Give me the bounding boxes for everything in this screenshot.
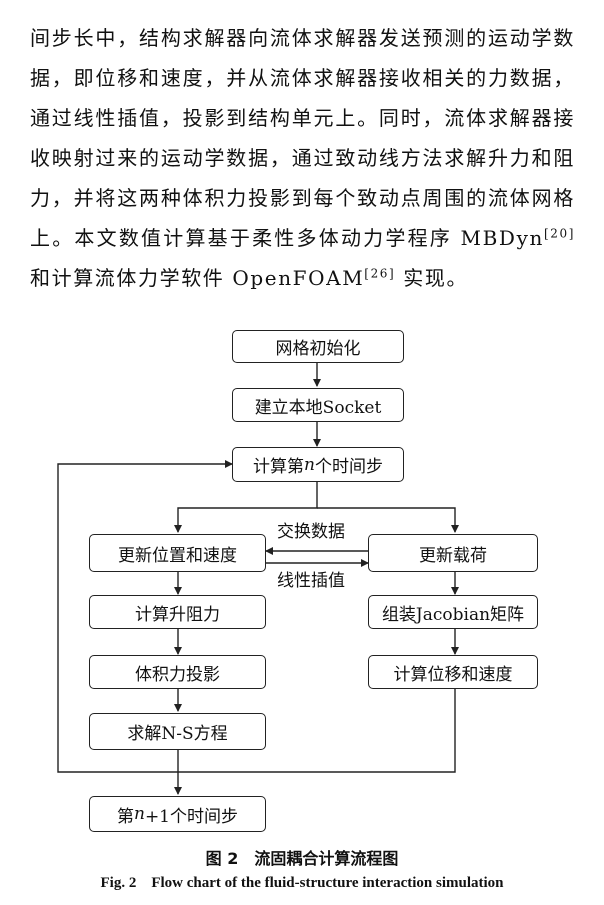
- step-n: n: [304, 454, 315, 475]
- box-update-position-velocity: 更新位置和速度: [89, 534, 266, 572]
- box-local-socket-label: 建立本地Socket: [254, 397, 382, 418]
- box-update-load-label: 更新载荷: [419, 545, 487, 566]
- box-mesh-init: 网格初始化: [232, 330, 404, 363]
- box-compute-lift-drag-label: 计算升阻力: [135, 604, 220, 625]
- next-suffix: +1个时间步: [144, 806, 238, 827]
- box-volume-force-projection-label: 体积力投影: [135, 664, 220, 685]
- box-compute-displacement-velocity: 计算位移和速度: [368, 655, 538, 689]
- step-prefix: 计算第: [253, 457, 305, 477]
- paragraph-text-2: 和计算流体力学软件 OpenFOAM: [30, 266, 365, 290]
- flowchart-connectors: [57, 362, 459, 795]
- label-linear-interpolation: 线性插值: [277, 571, 345, 591]
- box-assemble-jacobian: 组装Jacobian矩阵: [368, 595, 538, 629]
- box-local-socket: 建立本地Socket: [232, 388, 404, 422]
- paragraph-text-1: 间步长中，结构求解器向流体求解器发送预测的运动学数据，即位移和速度，并从流体求解…: [30, 26, 575, 250]
- box-mesh-init-label: 网格初始化: [275, 339, 361, 359]
- paragraph-text-3: 实现。: [395, 266, 469, 290]
- box-solve-ns-label: 求解N-S方程: [127, 724, 228, 744]
- box-compute-displacement-velocity-label: 计算位移和速度: [393, 664, 513, 685]
- body-paragraph: 间步长中，结构求解器向流体求解器发送预测的运动学数据，即位移和速度，并从流体求解…: [30, 18, 575, 298]
- citation-20: [20]: [543, 226, 575, 241]
- label-exchange-data: 交换数据: [277, 522, 345, 542]
- next-prefix: 第: [116, 806, 134, 827]
- box-solve-ns: 求解N-S方程: [89, 713, 266, 750]
- box-compute-lift-drag: 计算升阻力: [89, 595, 266, 629]
- next-n: n: [133, 804, 145, 824]
- figure-caption-en: Fig. 2 Flow chart of the fluid-structure…: [100, 875, 504, 891]
- box-volume-force-projection: 体积力投影: [89, 655, 266, 689]
- figure-caption-zh: 图 2 流固耦合计算流程图: [205, 849, 399, 868]
- citation-26: [26]: [364, 266, 396, 281]
- box-assemble-jacobian-label: 组装Jacobian矩阵: [381, 604, 525, 625]
- box-update-load: 更新载荷: [368, 534, 538, 572]
- step-suffix: 个时间步: [314, 457, 383, 477]
- box-update-position-velocity-label: 更新位置和速度: [118, 545, 237, 566]
